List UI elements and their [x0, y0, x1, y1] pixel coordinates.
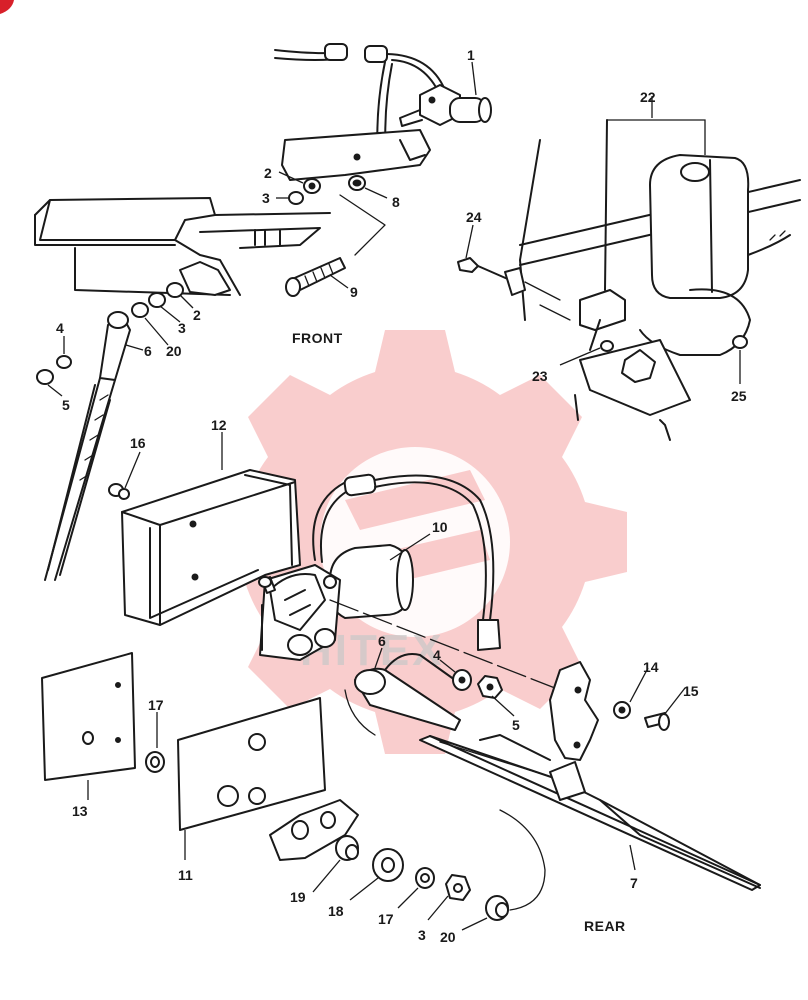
callout-25: 25	[731, 388, 747, 404]
callout-17-lower: 17	[378, 911, 394, 927]
callout-10: 10	[432, 519, 448, 535]
callout-2-upper: 2	[264, 165, 272, 181]
washer-reservoir-group	[457, 119, 801, 441]
rear-view-label: REAR	[584, 918, 626, 934]
callout-13: 13	[72, 803, 88, 819]
corner-mark	[0, 0, 14, 14]
callout-12: 12	[211, 417, 227, 433]
callout-6-lower: 6	[378, 633, 386, 649]
callout-18: 18	[328, 903, 344, 919]
callout-5-lower: 5	[512, 717, 520, 733]
callout-7: 7	[630, 875, 638, 891]
callout-4-upper: 4	[56, 320, 64, 336]
callout-4-lower: 4	[433, 647, 441, 663]
leader-lines	[47, 61, 741, 931]
front-view-group	[34, 43, 492, 581]
callout-5-upper: 5	[62, 397, 70, 413]
front-view-label: FRONT	[292, 330, 343, 346]
rear-view-group	[41, 469, 761, 921]
callout-24: 24	[466, 209, 482, 225]
callout-1: 1	[467, 47, 475, 63]
callout-3-rear: 3	[418, 927, 426, 943]
front-motor	[399, 84, 492, 127]
callout-17-upper: 17	[148, 697, 164, 713]
callout-3-lower: 3	[178, 320, 186, 336]
callout-20-rear: 20	[440, 929, 456, 945]
callout-8: 8	[392, 194, 400, 210]
callout-23: 23	[532, 368, 548, 384]
callout-22: 22	[640, 89, 656, 105]
callout-2-lower: 2	[193, 307, 201, 323]
callout-6-upper: 6	[144, 343, 152, 359]
callout-20-upper: 20	[166, 343, 182, 359]
callout-16: 16	[130, 435, 146, 451]
callout-9: 9	[350, 284, 358, 300]
callout-14: 14	[643, 659, 659, 675]
callout-19: 19	[290, 889, 306, 905]
callout-11: 11	[178, 867, 193, 883]
callout-labels: 1 2 3 8 9 2 3 20 4 6 5 FRONT 22 24 23 25…	[56, 47, 747, 945]
callout-3-upper: 3	[262, 190, 270, 206]
callout-15: 15	[683, 683, 699, 699]
